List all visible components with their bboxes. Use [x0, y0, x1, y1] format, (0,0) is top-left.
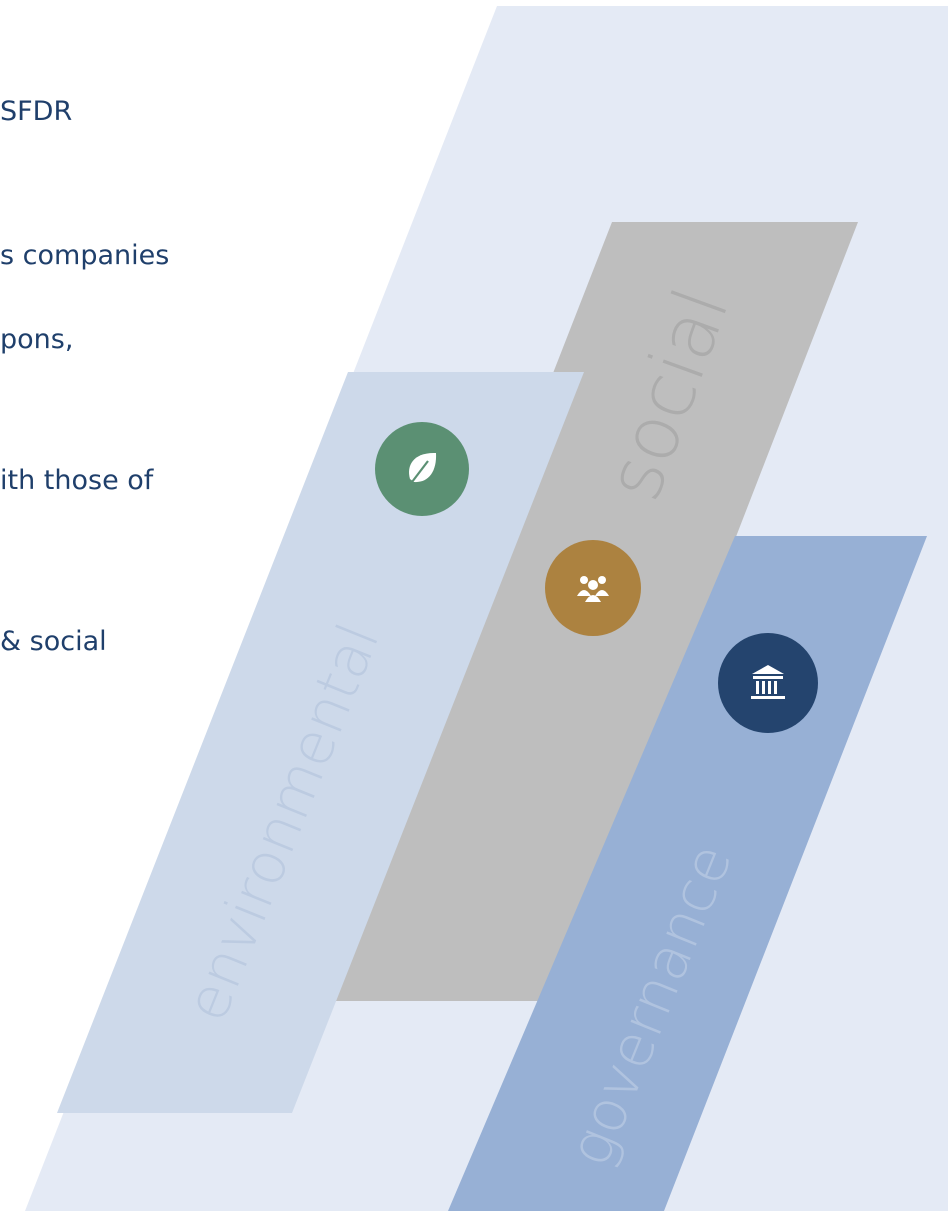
- institution-icon: [718, 633, 818, 733]
- text-line: & social: [0, 626, 107, 657]
- environmental-band: [57, 372, 584, 1113]
- text-line: s companies: [0, 240, 170, 271]
- text-line: ith those of: [0, 465, 154, 496]
- people-icon: [545, 540, 641, 636]
- text-line: pons,: [0, 324, 74, 355]
- text-line: SFDR: [0, 96, 73, 127]
- leaf-icon: [375, 422, 469, 516]
